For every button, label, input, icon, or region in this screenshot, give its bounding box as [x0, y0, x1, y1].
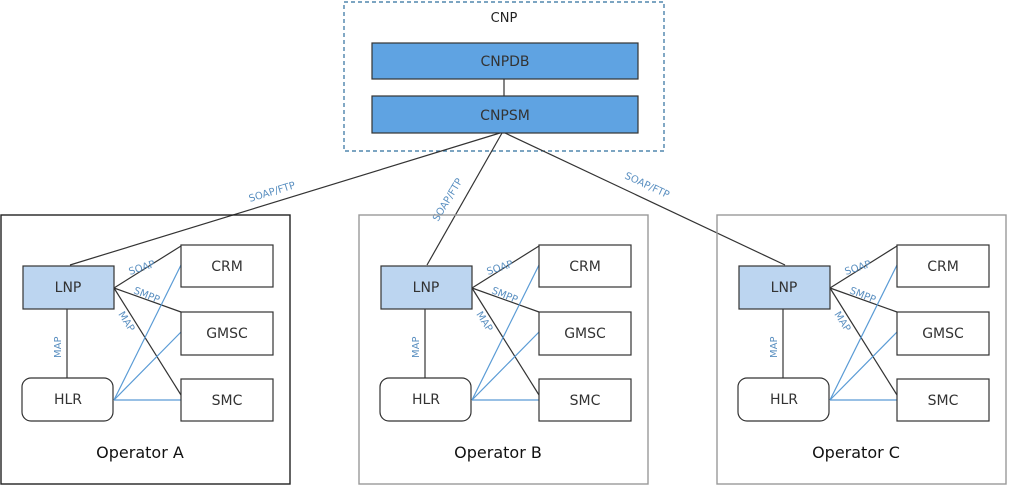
smc-box — [538, 378, 632, 422]
link-cnpsm-lnp-b — [426, 132, 503, 266]
soap-label: SOAP — [128, 259, 157, 278]
map-vertical-label: MAP — [769, 337, 780, 359]
gmsc-box — [538, 311, 632, 356]
lnp-label: LNP — [413, 280, 440, 296]
lnp-box — [738, 265, 831, 310]
link-hlr-crm — [113, 264, 182, 401]
crm-label: CRM — [927, 259, 959, 275]
link-lnp-smc — [471, 287, 540, 396]
hlr-label: HLR — [54, 392, 82, 408]
cnp-to-lnp-links: SOAP/FTP SOAP/FTP SOAP/FTP — [69, 132, 786, 266]
hlr-label: HLR — [770, 392, 798, 408]
link-lnp-gmsc — [113, 287, 182, 313]
link-lnp-gmsc — [471, 287, 540, 313]
gmsc-label: GMSC — [206, 326, 248, 342]
hlr-box — [737, 377, 830, 422]
operator-title: Operator A — [96, 443, 184, 462]
operator-container — [716, 214, 1007, 485]
hlr-label: HLR — [412, 392, 440, 408]
link-cnpsm-lnp-a — [69, 132, 501, 266]
crm-box — [180, 244, 274, 288]
smc-box — [896, 378, 990, 422]
link-hlr-crm — [471, 264, 540, 401]
cnpdb-box — [371, 42, 639, 80]
operator-a: LNP HLR CRM GMSC SMC SOAP SMPP MAP MAP O… — [0, 214, 291, 485]
smpp-label: SMPP — [490, 286, 519, 306]
operator-container — [0, 214, 291, 485]
operator-c: LNP HLR CRM GMSC SMC SOAP SMPP MAP MAP O… — [716, 214, 1007, 485]
cnpsm-label: CNPSM — [480, 108, 530, 124]
link-lnp-smc — [829, 287, 898, 396]
hlr-box — [379, 377, 472, 422]
map-vertical-label: MAP — [53, 337, 64, 359]
cnp-container — [343, 1, 665, 152]
lnp-box — [22, 265, 115, 310]
operator-title: Operator C — [812, 443, 900, 462]
operator-container — [358, 214, 649, 485]
soap-ftp-label-b: SOAP/FTP — [431, 177, 465, 224]
link-lnp-crm — [113, 245, 182, 289]
link-lnp-gmsc — [829, 287, 898, 313]
map-vertical-label: MAP — [411, 337, 422, 359]
lnp-label: LNP — [55, 280, 82, 296]
link-cnpsm-lnp-c — [504, 132, 786, 266]
crm-label: CRM — [211, 259, 243, 275]
soap-label: SOAP — [844, 259, 873, 278]
hlr-box — [21, 377, 114, 422]
cnp-title: CNP — [491, 11, 518, 26]
link-lnp-smc — [113, 287, 182, 396]
crm-box — [896, 244, 990, 288]
link-lnp-crm — [471, 245, 540, 289]
gmsc-label: GMSC — [922, 326, 964, 342]
cnpdb-label: CNPDB — [480, 54, 529, 70]
crm-label: CRM — [569, 259, 601, 275]
smc-box — [180, 378, 274, 422]
crm-box — [538, 244, 632, 288]
gmsc-box — [896, 311, 990, 356]
map-diagonal-label: MAP — [473, 310, 494, 334]
lnp-label: LNP — [771, 280, 798, 296]
operator-title: Operator B — [454, 443, 542, 462]
soap-ftp-label-a: SOAP/FTP — [248, 180, 297, 205]
link-lnp-crm — [829, 245, 898, 289]
gmsc-label: GMSC — [564, 326, 606, 342]
operator-b: LNP HLR CRM GMSC SMC SOAP SMPP MAP MAP O… — [358, 214, 649, 485]
smc-label: SMC — [570, 393, 601, 409]
map-diagonal-label: MAP — [115, 310, 136, 334]
smc-label: SMC — [212, 393, 243, 409]
smc-label: SMC — [928, 393, 959, 409]
smpp-label: SMPP — [848, 286, 877, 306]
link-hlr-gmsc — [829, 331, 898, 401]
soap-ftp-label-c: SOAP/FTP — [623, 171, 671, 201]
cnp-group: CNP CNPDB CNPSM — [343, 1, 665, 152]
link-hlr-crm — [829, 264, 898, 401]
smpp-label: SMPP — [132, 286, 161, 306]
link-hlr-gmsc — [113, 331, 182, 401]
lnp-box — [380, 265, 473, 310]
link-hlr-gmsc — [471, 331, 540, 401]
gmsc-box — [180, 311, 274, 356]
soap-label: SOAP — [486, 259, 515, 278]
map-diagonal-label: MAP — [831, 310, 852, 334]
